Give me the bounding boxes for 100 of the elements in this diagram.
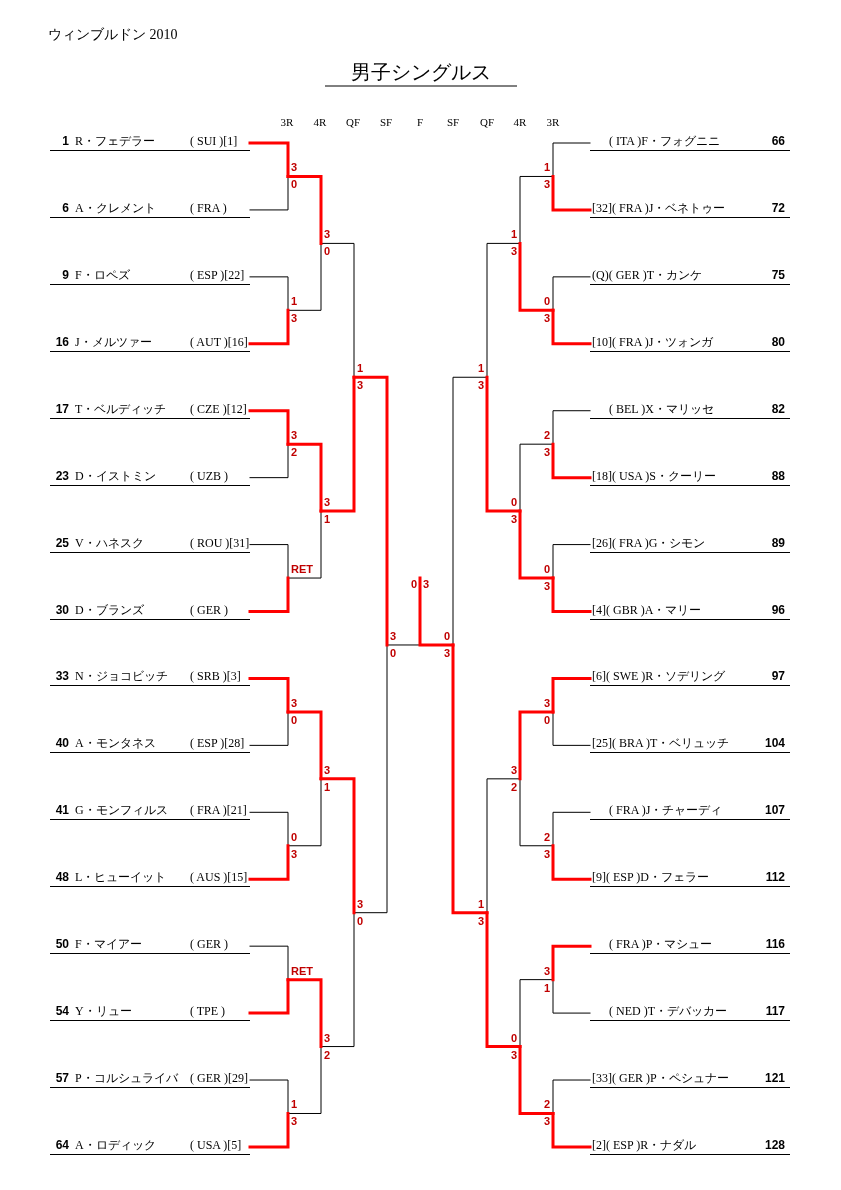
player-name: [25]( BRA )T・ベリュッチ — [592, 737, 730, 750]
draw-number: 23 — [55, 469, 69, 482]
draw-number: 6 — [62, 201, 69, 214]
player-name: R・フェデラー — [75, 135, 155, 147]
player-entry — [590, 735, 790, 754]
player-name: F・ロペズ — [75, 268, 130, 281]
player-name: D・ブランズ — [75, 603, 144, 616]
draw-number: 116 — [765, 938, 785, 951]
score-label: 0 — [443, 630, 450, 642]
score-label: 0 — [291, 714, 298, 726]
draw-number: 17 — [55, 402, 69, 415]
score-label: 3 — [423, 579, 430, 590]
country-code: ( GER ) — [190, 603, 228, 616]
player-entry — [590, 1003, 790, 1022]
score-label: 1 — [477, 363, 484, 375]
player-entry — [50, 1070, 250, 1088]
score-label: 3 — [324, 764, 331, 776]
player-entry — [590, 1136, 790, 1155]
player-name: ( FRA )J・チャーディ — [609, 804, 723, 817]
country-code: ( TPE ) — [190, 1005, 226, 1018]
score-label: 0 — [543, 714, 550, 726]
score-label: 3 — [291, 1116, 298, 1128]
score-label: 3 — [324, 1032, 331, 1044]
draw-number: 75 — [771, 268, 785, 281]
score-label: 3 — [443, 647, 450, 659]
draw-number: 88 — [771, 469, 785, 482]
player-entry — [590, 802, 790, 821]
player-entry — [590, 936, 790, 955]
tournament-name: ウィンブルドン 2010 — [48, 28, 178, 42]
draw-number: 41 — [55, 804, 69, 817]
score-label: 3 — [477, 380, 484, 392]
score-label: 3 — [357, 898, 364, 910]
player-entry — [590, 869, 790, 888]
draw-number: 112 — [765, 871, 785, 884]
score-label: 3 — [291, 313, 298, 325]
score-label: RET — [291, 564, 313, 576]
score-label: 3 — [390, 630, 397, 642]
player-name: A・クレメント — [75, 201, 156, 214]
score-label: 3 — [291, 697, 298, 709]
round-header: 3R — [545, 117, 561, 128]
player-name: (Q)( GER )T・カンケ — [592, 268, 702, 281]
player-name: P・コルシュライバ — [75, 1072, 178, 1084]
score-label: 1 — [543, 162, 550, 174]
score-label: 1 — [477, 898, 484, 910]
player-name: N・ジョコビッチ — [75, 670, 168, 683]
score-label: 2 — [291, 447, 298, 459]
score-label: 3 — [543, 313, 550, 325]
player-entry — [50, 266, 250, 285]
draw-number: 1 — [62, 135, 69, 147]
player-entry — [50, 936, 250, 955]
score-label: 0 — [543, 564, 550, 576]
draw-number: 9 — [62, 268, 69, 281]
draw-number: 107 — [764, 804, 785, 817]
score-label: 2 — [543, 430, 550, 442]
score-label: 2 — [510, 781, 517, 793]
score-label: 1 — [291, 296, 298, 308]
draw-number: 50 — [55, 938, 69, 951]
player-name: [33]( GER )P・ペシュナー — [592, 1072, 729, 1084]
player-name: ( NED )T・デバッカー — [609, 1005, 727, 1018]
score-label: 3 — [543, 965, 550, 977]
score-label: 1 — [291, 1099, 298, 1111]
round-header: SF — [378, 117, 394, 128]
country-code: ( ESP )[28] — [190, 737, 245, 750]
score-label: 3 — [543, 581, 550, 593]
draw-number: 66 — [771, 135, 785, 147]
score-label: 1 — [543, 982, 550, 994]
score-label: 3 — [543, 848, 550, 860]
draw-number: 54 — [55, 1005, 69, 1018]
player-entry — [50, 133, 250, 151]
score-label: 1 — [357, 363, 364, 375]
score-label: 0 — [357, 915, 364, 927]
player-entry — [50, 869, 250, 888]
score-label: 3 — [510, 246, 517, 258]
country-code: ( GER ) — [190, 938, 228, 951]
score-label: 0 — [410, 579, 417, 590]
round-header: 4R — [512, 117, 528, 128]
player-name: [10]( FRA )J・ツォンガ — [592, 335, 714, 348]
draw-number: 72 — [771, 201, 785, 214]
score-label: 0 — [543, 296, 550, 308]
draw-number: 96 — [771, 603, 785, 616]
player-name: V・ハネスク — [75, 536, 144, 549]
score-label: 3 — [510, 514, 517, 526]
round-header: QF — [478, 117, 496, 128]
country-code: ( FRA ) — [190, 201, 227, 214]
score-label: 3 — [543, 179, 550, 191]
score-label: 3 — [291, 162, 298, 174]
player-entry — [50, 1003, 250, 1022]
draw-number: 80 — [771, 335, 785, 348]
score-label: 3 — [477, 915, 484, 927]
score-label: 3 — [510, 1049, 517, 1061]
player-name: F・マイアー — [75, 938, 142, 951]
draw-number: 30 — [55, 603, 69, 616]
country-code: ( SRB )[3] — [190, 670, 241, 683]
country-code: ( AUT )[16] — [190, 335, 248, 348]
player-entry — [50, 802, 250, 821]
score-label: 3 — [543, 447, 550, 459]
draw-number: 33 — [55, 670, 69, 683]
score-label: 2 — [543, 1099, 550, 1111]
draw-number: 97 — [771, 670, 785, 683]
player-name: L・ヒューイット — [75, 871, 167, 884]
